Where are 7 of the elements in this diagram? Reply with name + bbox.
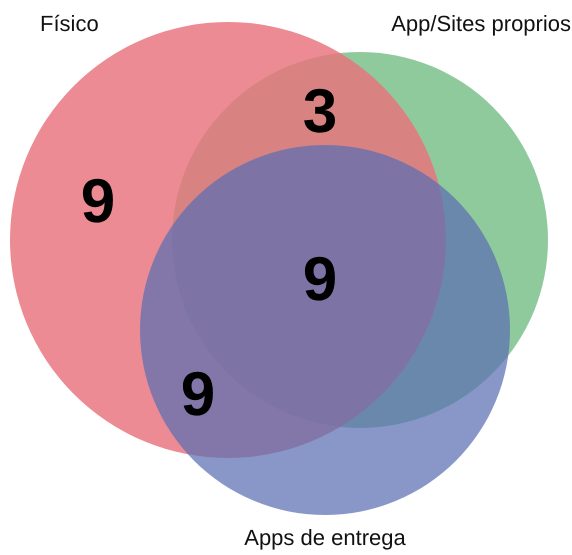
set-label: Físico — [40, 12, 99, 36]
region-count: 3 — [302, 81, 338, 143]
region-count: 9 — [80, 171, 116, 233]
region-count: 9 — [180, 364, 216, 426]
set-label: Apps de entrega — [244, 526, 406, 550]
region-count: 9 — [302, 249, 338, 311]
set-label: App/Sites proprios — [391, 12, 571, 36]
